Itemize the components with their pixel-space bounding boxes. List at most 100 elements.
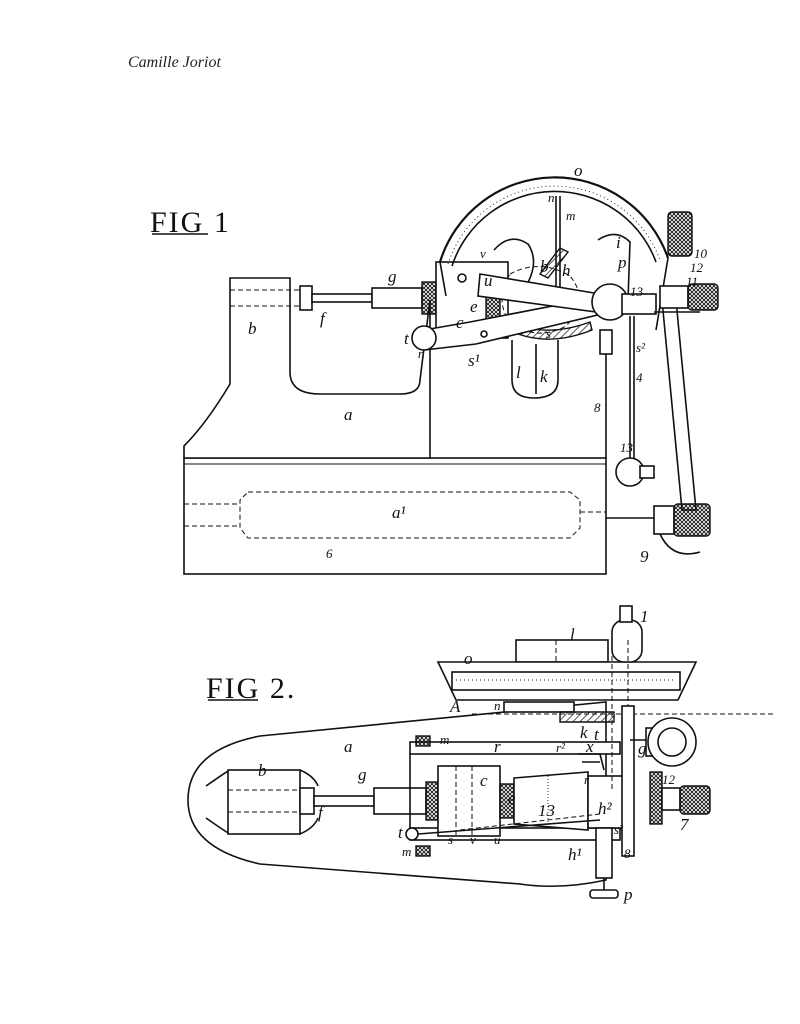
fig2-foot-p <box>589 889 619 899</box>
fig2-scale-band <box>451 671 681 691</box>
fig1-label-a: a <box>344 405 353 424</box>
fig1-label-m: m <box>566 208 575 223</box>
fig1-label-p: p <box>617 253 627 272</box>
fig2-label-c: c <box>480 771 488 790</box>
fig2-label-7: 7 <box>680 815 690 834</box>
fig2-cylinder-cap <box>619 605 633 623</box>
fig1-arc-ticks <box>447 185 661 265</box>
fig2-block-c <box>437 765 501 837</box>
fig2-hub-h2 <box>587 775 625 829</box>
fig1-block-11 <box>659 285 689 309</box>
fig1-arc-outer <box>438 176 670 263</box>
fig1-arc-inner <box>451 190 657 267</box>
fig2-label-o: o <box>464 649 473 668</box>
fig1-spindle-f <box>311 293 373 303</box>
fig2-spindle-g <box>373 787 427 815</box>
fig2-label-m: m <box>440 732 449 747</box>
fig2-label-h1: h¹ <box>568 845 582 864</box>
fig1-spindle-g <box>371 287 423 309</box>
fig2-spindle-f <box>313 795 375 807</box>
fig1-arc-s <box>517 321 593 340</box>
fig2-label-13: 13 <box>538 801 555 820</box>
fig1-label-f: f <box>320 309 327 328</box>
fig2-knurl-left <box>425 781 439 821</box>
fig2-label-t-low: t <box>398 823 404 842</box>
fig2-label-r2: r² <box>556 740 566 755</box>
fig1-label-t: t <box>404 329 410 348</box>
fig2-collar <box>299 787 315 815</box>
fig2-label-g: g <box>358 765 367 784</box>
fig2-label-x: x <box>585 737 594 756</box>
fig2-knob-t <box>405 827 419 841</box>
fig1-lobe-l <box>511 340 559 399</box>
fig1-label-i: i <box>616 233 621 252</box>
fig2-head-b <box>227 769 301 835</box>
fig1-knob-10 <box>667 211 693 257</box>
fig2-knurl-m-low <box>415 845 431 857</box>
fig1-base <box>183 457 607 575</box>
fig2-block-l <box>515 639 609 663</box>
fig1-base-cavity <box>239 491 581 539</box>
fig1-label-13b: 13 <box>620 440 634 455</box>
fig2-knurl-12 <box>649 771 663 825</box>
figure-2: FIG 2. <box>187 605 776 904</box>
fig1-label-n: n <box>548 190 555 205</box>
fig2-rail-top <box>409 741 621 755</box>
figure-1: FIG 1 <box>150 161 719 575</box>
fig2-cylinder-1 <box>611 619 643 663</box>
fig1-label-8: 8 <box>594 400 601 415</box>
fig1-label-6: 6 <box>326 546 333 561</box>
fig1-column <box>661 299 697 511</box>
fig2-label-8: 8 <box>624 846 631 861</box>
fig1-lobe-p <box>597 233 631 301</box>
fig2-label-A: A <box>449 697 461 716</box>
fig2-knob-7 <box>679 785 711 815</box>
fig1-label-s2: s² <box>636 340 646 355</box>
fig2-label-f: f <box>318 803 325 822</box>
fig2-label-a: a <box>344 737 353 756</box>
fig2-wheel-inner <box>657 727 687 757</box>
fig1-label-13: 13 <box>630 284 644 299</box>
fig2-label-s: s <box>448 832 453 847</box>
fig1-label-s1: s¹ <box>468 351 480 370</box>
fig1-label-o: o <box>574 161 583 180</box>
fig1-pin <box>480 330 488 338</box>
fig1-lever-h <box>538 247 570 279</box>
fig1-label-n-low: n <box>418 346 425 361</box>
fig2-label-u: u <box>494 832 501 847</box>
fig1-label-12: 12 <box>690 260 704 275</box>
fig1-label-10: 10 <box>694 246 708 261</box>
fig2-label-1: 1 <box>640 607 649 626</box>
fig2-knurl-m <box>415 735 431 747</box>
fig2-label-s2: s² <box>614 822 624 837</box>
fig2-label-v: v <box>470 832 476 847</box>
fig2-label-p: p <box>623 885 633 904</box>
fig1-label-4: 4 <box>636 370 643 385</box>
fig1-knob-t <box>411 325 437 351</box>
fig1-label-b: b <box>248 319 257 338</box>
fig1-label-h: h <box>562 261 571 280</box>
fig1-curve-9 <box>659 533 701 555</box>
fig1-knob-9 <box>673 503 711 537</box>
fig2-label-m-low: m <box>402 844 411 859</box>
fig2-label-12: 12 <box>662 772 676 787</box>
fig1-label-l: l <box>516 363 521 382</box>
fig2-rack-n <box>503 701 575 713</box>
fig1-bracket <box>621 293 657 315</box>
fig1-pivot-v <box>457 273 467 283</box>
fig2-base-curves-r <box>299 769 319 835</box>
fig2-label-k: k <box>580 723 588 742</box>
fig1-label-u: u <box>484 271 493 290</box>
fig1-joint-clip <box>639 465 655 479</box>
fig2-block-7 <box>661 787 681 811</box>
inventor-name: Camille Joriot <box>128 54 221 71</box>
fig1-label-e: e <box>470 297 478 316</box>
fig1-knurl-left <box>421 281 437 315</box>
fig1-label-a1: a¹ <box>392 503 406 522</box>
fig2-label-e: e <box>508 789 516 808</box>
fig2-label-r: r <box>494 737 501 756</box>
fig1-block-9 <box>653 505 675 535</box>
fig2-arm-r2 <box>578 753 605 771</box>
